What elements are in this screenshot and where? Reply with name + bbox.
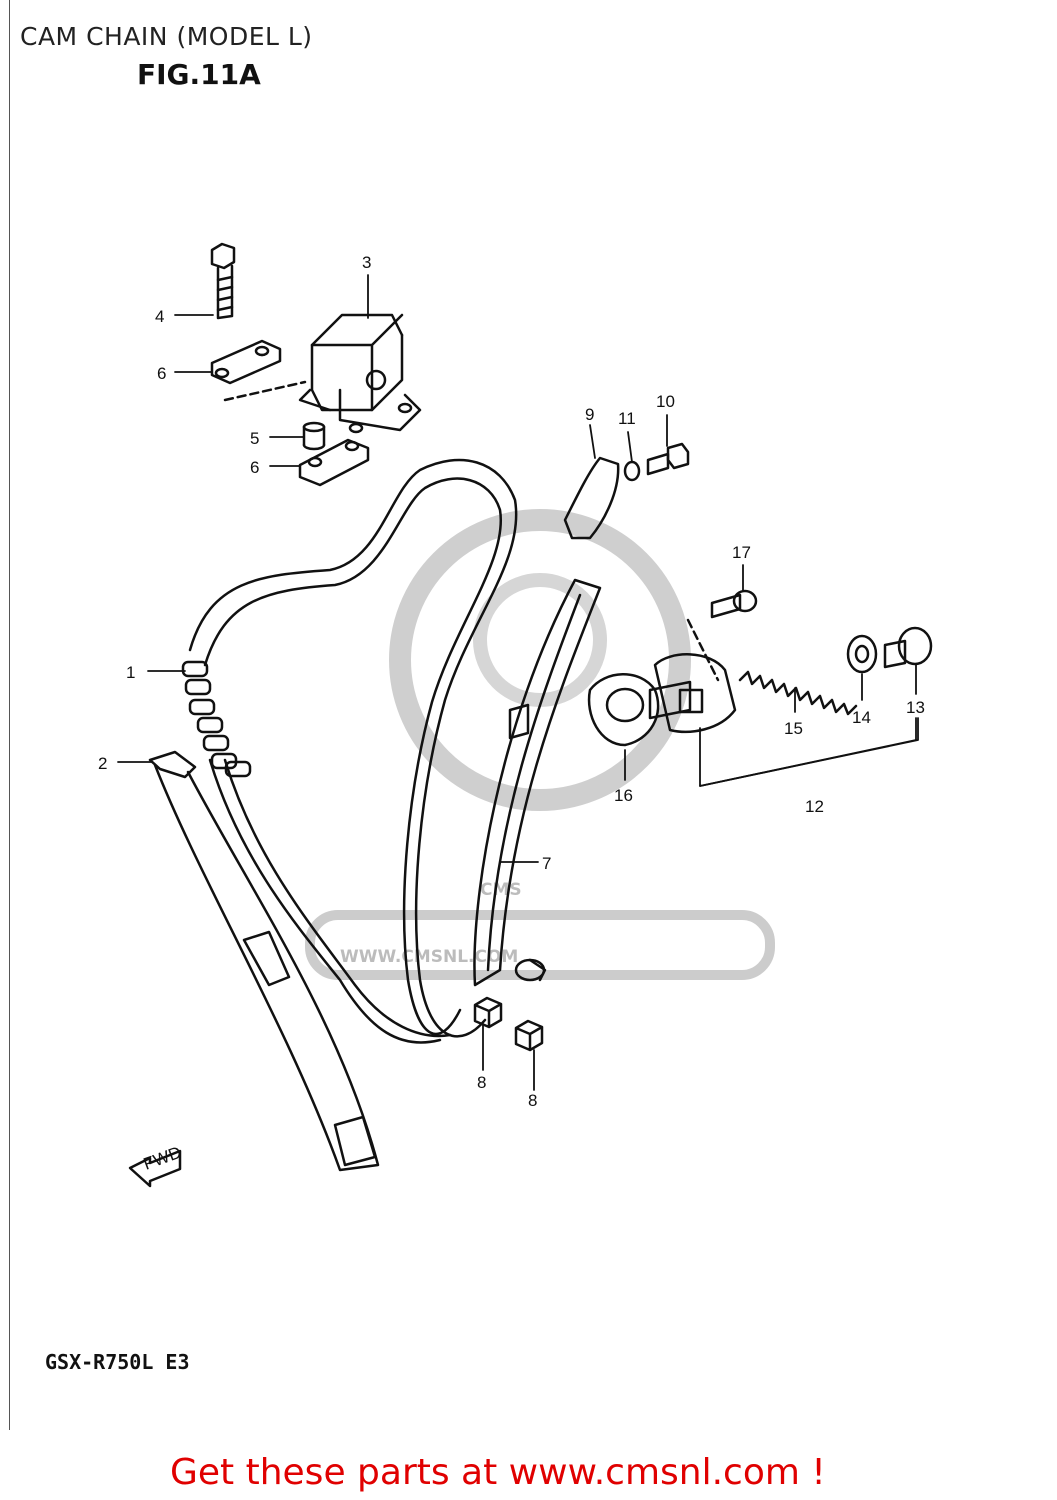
callout-6-upper: 6: [157, 364, 166, 383]
callout-8-left: 8: [477, 1073, 486, 1092]
page-border: [9, 0, 10, 1430]
forward-arrow-icon: [128, 1149, 182, 1188]
screw-part-10: [646, 442, 690, 476]
chain-guide-part-2: [148, 750, 380, 1172]
plate-part-6-lower: [298, 438, 370, 487]
bolt-part-17: [686, 589, 758, 682]
callout-13: 13: [906, 698, 925, 717]
callout-7: 7: [542, 854, 551, 873]
watermark: CMS WWW.CMSNL.COM: [305, 509, 775, 980]
tensioner-guide-part-7: [473, 578, 602, 987]
callout-5: 5: [250, 429, 259, 448]
figure-label: FIG.11A: [137, 58, 261, 91]
watermark-brand: CMS: [480, 880, 522, 900]
washer-part-11: [623, 460, 641, 482]
model-code: GSX-R750L E3: [45, 1350, 190, 1374]
watermark-url: WWW.CMSNL.COM: [340, 947, 518, 967]
callout-8-right: 8: [528, 1091, 537, 1110]
callout-14: 14: [852, 708, 871, 727]
gasket-part-16: [587, 673, 660, 747]
callout-16: 16: [614, 786, 633, 805]
leader-lines: [117, 274, 919, 1091]
holder-part-3: [298, 313, 422, 434]
callout-11: 11: [618, 409, 636, 428]
callout-15: 15: [784, 719, 803, 738]
cushion-part-8-left: [473, 996, 503, 1029]
tensioner-body-part-12: [648, 653, 737, 734]
callout-3: 3: [362, 253, 371, 272]
callout-4: 4: [155, 307, 164, 326]
damper-part-9: [563, 456, 620, 540]
spring-part-15: [738, 670, 858, 716]
callout-2: 2: [98, 754, 107, 773]
callout-12: 12: [805, 797, 824, 816]
dowel-part-5: [302, 421, 326, 451]
washer-part-14: [846, 634, 878, 674]
bolt-part-4: [210, 242, 236, 320]
page-title: CAM CHAIN (MODEL L): [20, 22, 313, 51]
callout-6-lower: 6: [250, 458, 259, 477]
chain-links: [181, 660, 252, 778]
cap-part-13: [883, 626, 933, 669]
callout-17: 17: [732, 543, 751, 562]
cushion-part-8-right: [514, 1019, 544, 1052]
get-parts-link[interactable]: Get these parts at www.cmsnl.com !: [170, 1452, 826, 1493]
cam-chain-part-1: [188, 458, 518, 1044]
callout-numbers: 1 2 3 4 5 6 6 7 8 8 9 10 11 12 13 14 15 …: [98, 253, 925, 1174]
callout-9: 9: [585, 405, 594, 424]
callout-1: 1: [126, 663, 135, 682]
callout-10: 10: [656, 392, 675, 411]
